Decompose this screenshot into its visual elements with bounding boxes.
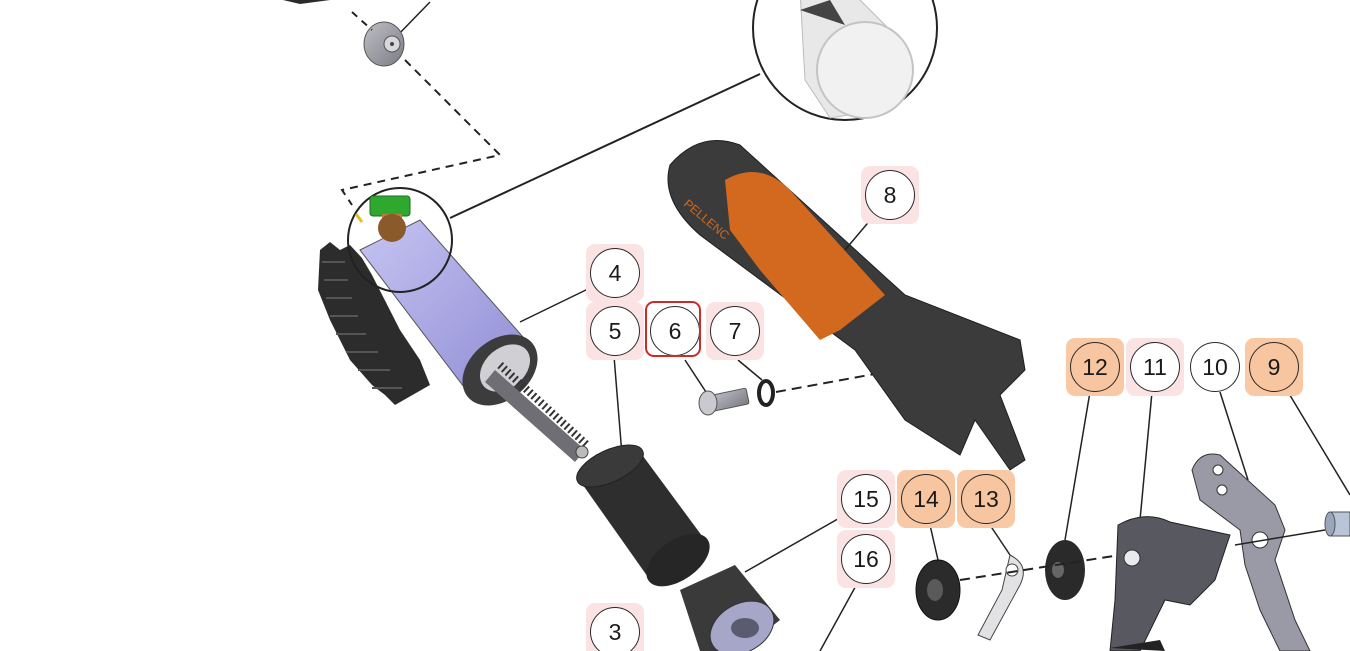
bushing-cylinder — [576, 444, 710, 587]
dashed-axis-screw — [775, 361, 941, 393]
callout-11-label: 11 — [1130, 342, 1180, 392]
callout-16[interactable]: 16 — [837, 530, 895, 588]
leader-4 — [519, 287, 591, 323]
washer — [757, 379, 775, 407]
callout-5[interactable]: 5 — [586, 302, 644, 360]
pivot-pin — [1324, 511, 1350, 537]
callout-11[interactable]: 11 — [1126, 338, 1184, 396]
leader-13 — [989, 524, 1011, 556]
callout-10-label: 10 — [1190, 342, 1240, 392]
callout-14-label: 14 — [901, 474, 951, 524]
callout-14[interactable]: 14 — [897, 470, 955, 528]
blade-holder — [1191, 453, 1311, 651]
callout-4-label: 4 — [590, 248, 640, 298]
screw — [698, 387, 750, 416]
leader-15 — [744, 515, 844, 573]
leader-12 — [1064, 391, 1091, 541]
callout-15[interactable]: 15 — [837, 470, 895, 528]
handle-housing: PELLENC — [667, 140, 1026, 471]
callout-8-label: 8 — [865, 170, 915, 220]
callout-12[interactable]: 12 — [1066, 338, 1124, 396]
bottom-fragment — [1110, 640, 1165, 651]
callout-16-label: 16 — [841, 534, 891, 584]
cutting-blade — [1109, 516, 1231, 651]
callout-12-label: 12 — [1070, 342, 1120, 392]
callout-15-label: 15 — [841, 474, 891, 524]
leader-16 — [819, 581, 859, 651]
leader-10 — [1219, 391, 1249, 481]
axis-line-right — [1234, 529, 1326, 546]
pcb-detail-circle — [347, 187, 453, 293]
dashed-assembly-line — [351, 11, 373, 31]
callout-13[interactable]: 13 — [957, 470, 1015, 528]
callout-6[interactable]: 6 — [646, 302, 704, 360]
motor-assembly — [359, 219, 591, 462]
callout-9[interactable]: 9 — [1245, 338, 1303, 396]
callout-8[interactable]: 8 — [861, 166, 919, 224]
dashed-assembly-line-2 — [340, 59, 502, 206]
leader-14 — [929, 524, 939, 561]
callout-13-label: 13 — [961, 474, 1011, 524]
callout-3[interactable]: 3 — [586, 603, 644, 651]
detail-zoom-circle — [449, 0, 938, 219]
heat-sink — [318, 242, 430, 405]
leader-9 — [1287, 391, 1350, 496]
spring-clip — [977, 554, 1024, 641]
callout-7[interactable]: 7 — [706, 302, 764, 360]
leader-7 — [737, 359, 763, 381]
callout-9-label: 9 — [1249, 342, 1299, 392]
dashed-axis-blade — [959, 554, 1121, 581]
leader-6 — [684, 359, 707, 393]
leader-5 — [613, 355, 623, 456]
leader-11 — [1139, 391, 1153, 521]
callout-4[interactable]: 4 — [586, 244, 644, 302]
callout-10[interactable]: 10 — [1186, 338, 1244, 396]
sleeve-nut — [680, 565, 780, 651]
callout-5-label: 5 — [590, 306, 640, 356]
callout-6-label: 6 — [650, 306, 700, 356]
callout-7-label: 7 — [710, 306, 760, 356]
knurled-nut — [915, 559, 961, 621]
top-part-fragment — [283, 0, 330, 4]
callout-3-label: 3 — [590, 607, 640, 651]
lock-nut — [1045, 540, 1085, 600]
small-gear — [363, 21, 405, 67]
